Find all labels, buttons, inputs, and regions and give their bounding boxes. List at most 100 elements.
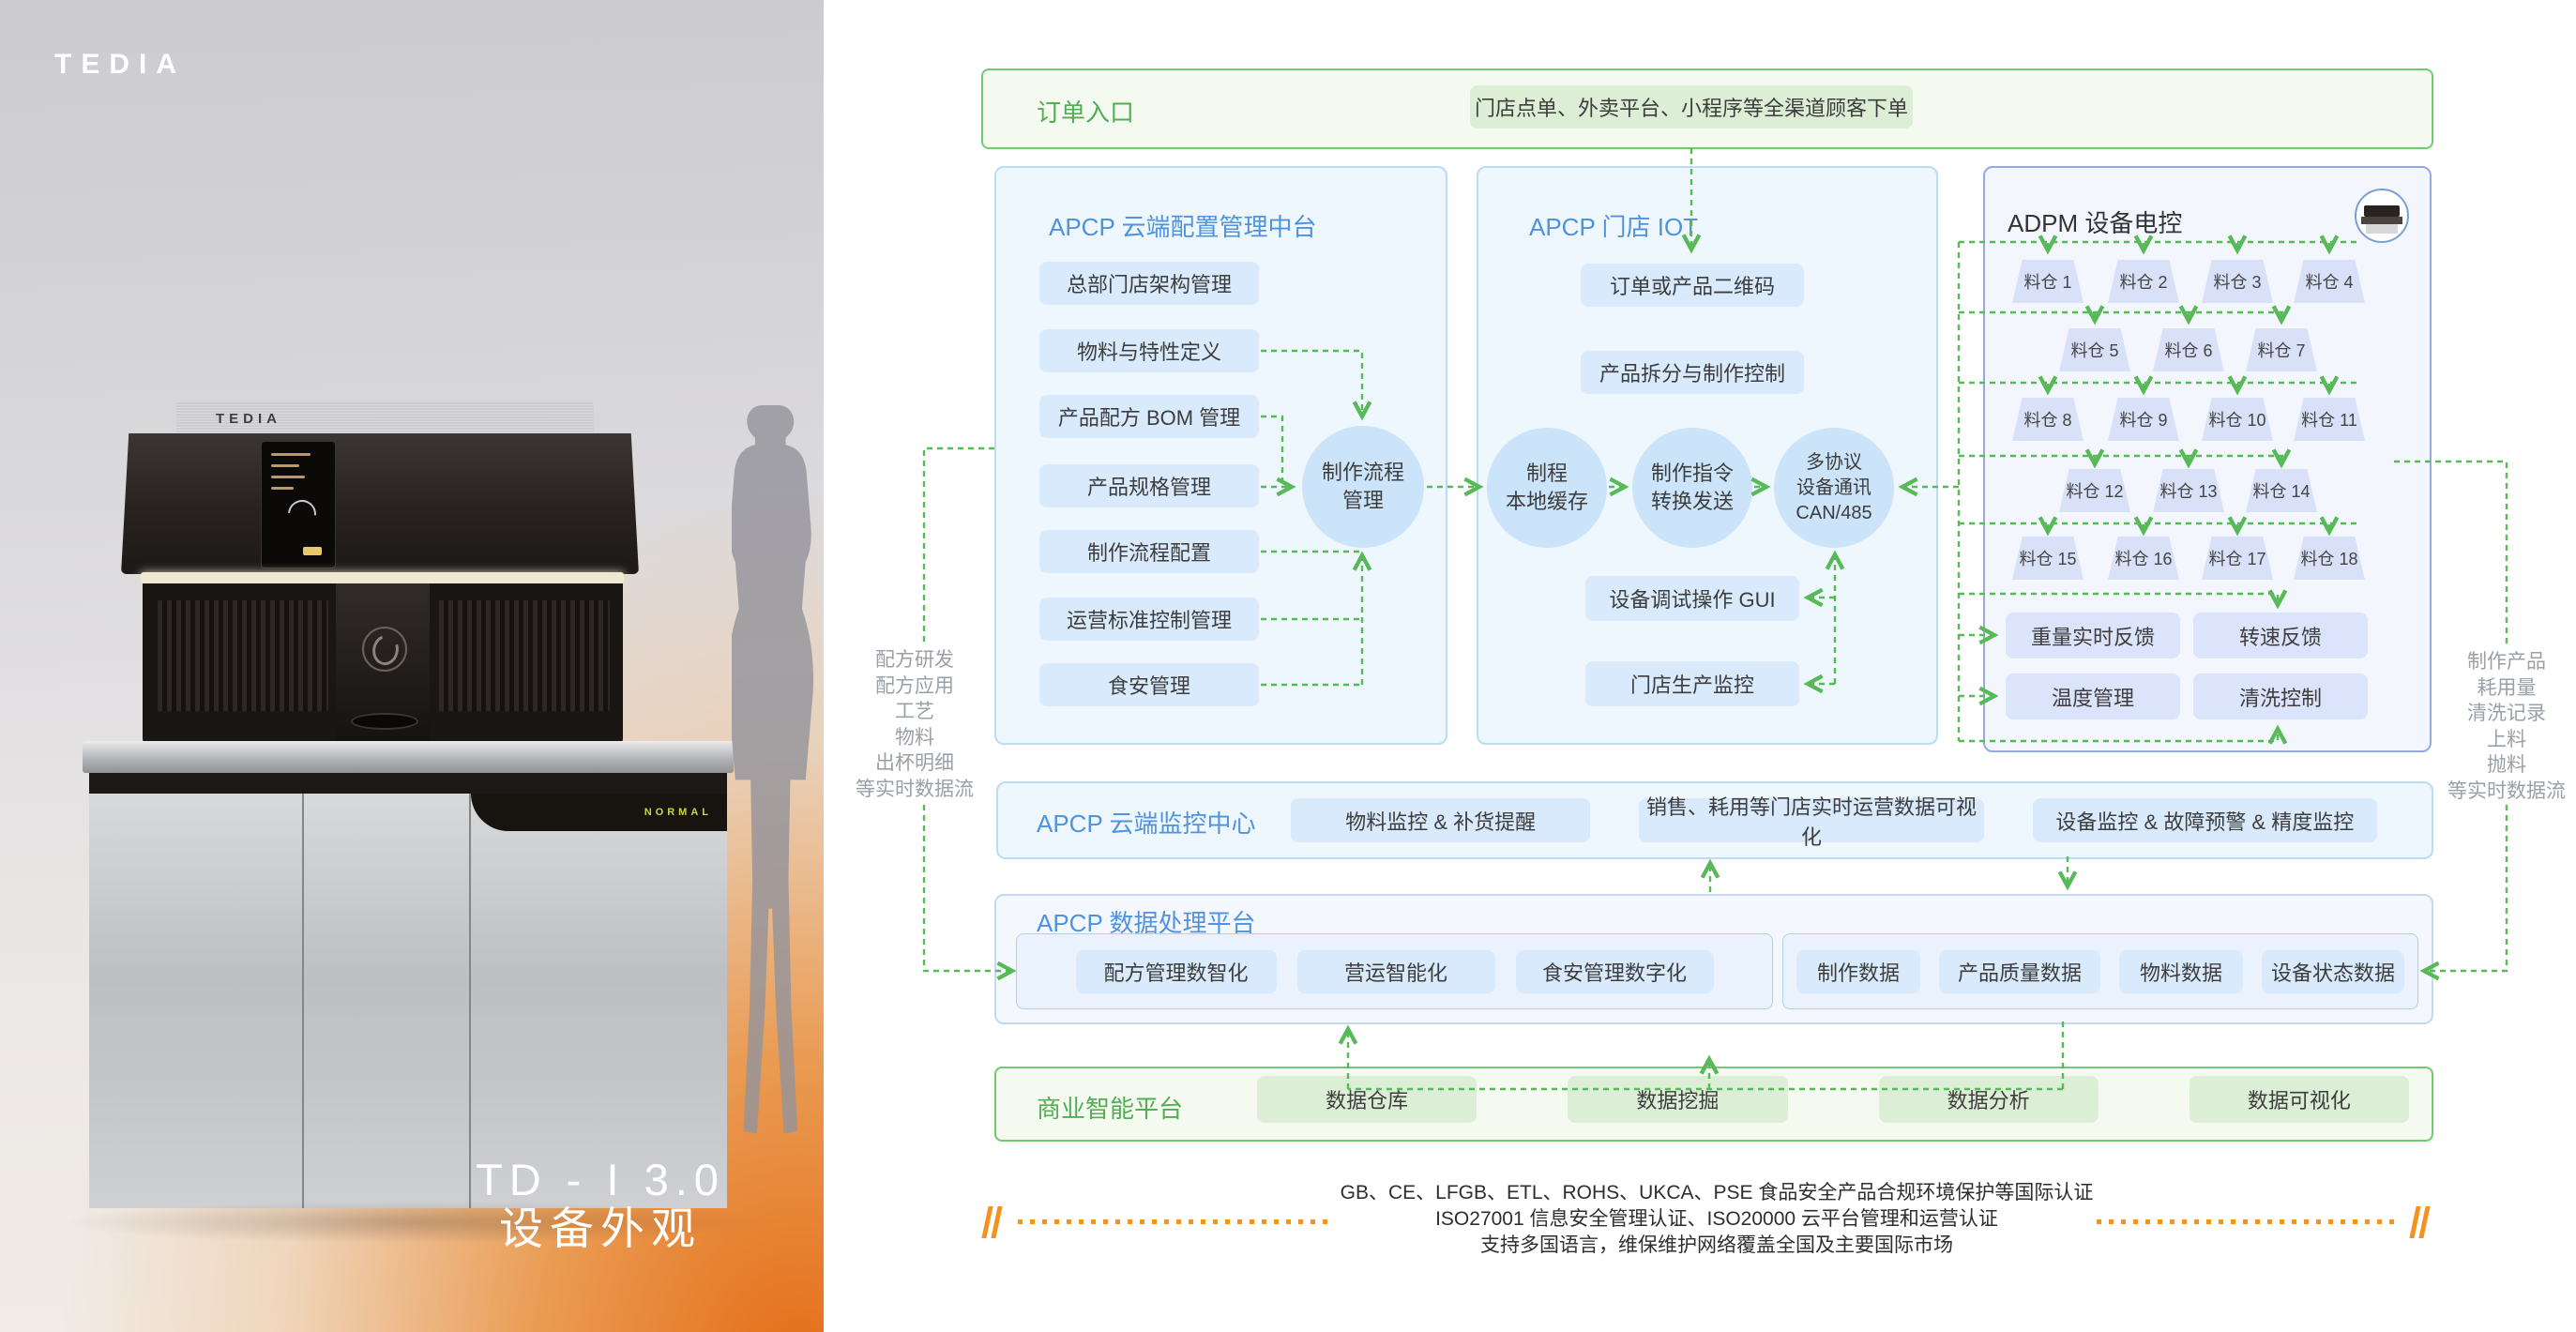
model-caption: 设备外观 — [499, 1203, 702, 1253]
bin: 料仓 7 — [2246, 328, 2317, 371]
monitor-item: 销售、耗用等门店实时运营数据可视化 — [1639, 795, 1984, 849]
data-platform-group2: 制作数据 产品质量数据 物料数据 设备状态数据 — [1782, 933, 2418, 1009]
footer-mark-left — [991, 1206, 1003, 1238]
monitor-items: 物料监控 & 补货提醒 销售、耗用等门店实时运营数据可视化 设备监控 & 故障预… — [1291, 795, 2377, 849]
config-item: 运营标准控制管理 — [1039, 598, 1259, 641]
bin: 料仓 4 — [2294, 260, 2365, 303]
dp-item: 设备状态数据 — [2262, 949, 2404, 993]
iot-panel: 门店生产监控 — [1585, 661, 1799, 706]
bi-item: 数据挖掘 — [1568, 1076, 1788, 1123]
iot-step: 产品拆分与制作控制 — [1581, 351, 1804, 394]
adpm-control: 重量实时反馈 — [2006, 613, 2180, 658]
bin: 料仓 2 — [2108, 260, 2179, 303]
cabinet-dark-band: NORMAL — [471, 794, 727, 831]
order-channel-item: 门店点单、外卖平台、小程序等全渠道顾客下单 — [1470, 85, 1913, 129]
person-silhouette — [732, 405, 814, 1134]
floor-shadow — [56, 1201, 769, 1244]
model-title: TD - I 3.0 设备外观 — [403, 1156, 797, 1253]
bin: 料仓 3 — [2202, 260, 2273, 303]
cloud-config-title: APCP 云端配置管理中台 — [1049, 213, 1317, 241]
screen-dial — [281, 493, 323, 535]
machine-mid-section — [143, 583, 623, 743]
vent-left — [158, 600, 328, 711]
workflow-hub-node: 制作流程 管理 — [1302, 426, 1424, 548]
dispenser-logo-icon — [362, 627, 407, 672]
bin: 料仓 17 — [2202, 537, 2273, 580]
dp-item: 营运智能化 — [1296, 949, 1495, 993]
screen-line — [271, 464, 299, 467]
bin: 料仓 11 — [2294, 398, 2365, 441]
iot-node-cache: 制程 本地缓存 — [1487, 428, 1607, 548]
iot-node-protocol: 多协议 设备通讯 CAN/485 — [1774, 428, 1894, 548]
machine-top-band — [176, 402, 594, 436]
door-seam — [302, 794, 304, 1208]
dp-item: 配方管理数智化 — [1075, 949, 1277, 993]
left-dataflow-note: 配方研发 配方应用 工艺 物料 出杯明细 等实时数据流 — [856, 649, 974, 800]
order-entry-box — [981, 68, 2433, 149]
dp-item: 制作数据 — [1796, 949, 1920, 993]
iot-node-convert: 制作指令 转换发送 — [1632, 428, 1752, 548]
machine-touchscreen — [261, 441, 336, 568]
right-dataflow-note: 制作产品 耗用量 清洗记录 上料 抛料 等实时数据流 — [2447, 651, 2566, 802]
machine-head-unit — [121, 433, 639, 574]
counter-dark-strip — [89, 773, 727, 794]
config-item: 产品配方 BOM 管理 — [1039, 395, 1259, 438]
machine-light-strip — [141, 572, 624, 583]
dp-item: 产品质量数据 — [1939, 949, 2100, 993]
machine-icon — [2355, 189, 2409, 243]
bin: 料仓 14 — [2246, 469, 2317, 512]
bi-item: 数据仓库 — [1257, 1076, 1477, 1123]
model-name: TD - I 3.0 — [476, 1155, 725, 1204]
adpm-box — [1983, 166, 2432, 752]
monitor-item: 物料监控 & 补货提醒 — [1291, 798, 1591, 842]
bin: 料仓 8 — [2012, 398, 2084, 441]
dispenser-column — [336, 583, 430, 743]
machine-brand-label: TEDIA — [216, 411, 281, 427]
cup-tray — [351, 713, 418, 730]
footer-dots-right — [2097, 1219, 2402, 1224]
data-platform-group1: 配方管理数智化 营运智能化 食安管理数字化 — [1016, 933, 1773, 1009]
footer-dots-left — [1018, 1219, 1332, 1224]
config-item: 产品规格管理 — [1039, 464, 1259, 507]
bin: 料仓 12 — [2059, 469, 2130, 512]
bin: 料仓 9 — [2108, 398, 2179, 441]
vent-right — [439, 600, 610, 711]
monitor-item: 设备监控 & 故障预警 & 精度监控 — [2032, 798, 2377, 842]
door-seam — [469, 794, 471, 1208]
bin: 料仓 16 — [2108, 537, 2179, 580]
dp-item: 物料数据 — [2119, 949, 2243, 993]
screen-button — [303, 547, 322, 555]
bin: 料仓 10 — [2202, 398, 2273, 441]
order-entry-title: 订单入口 — [1037, 98, 1135, 127]
bin: 料仓 5 — [2059, 328, 2130, 371]
machine-counter — [83, 741, 734, 773]
bin: 料仓 15 — [2012, 537, 2084, 580]
config-item: 制作流程配置 — [1039, 530, 1259, 573]
adpm-control: 转速反馈 — [2193, 613, 2368, 658]
machine-badge: NORMAL — [644, 807, 712, 818]
config-item: 总部门店架构管理 — [1039, 262, 1259, 305]
machine-cabinet: NORMAL — [89, 794, 727, 1208]
bi-item: 数据分析 — [1878, 1076, 2099, 1123]
dp-item: 食安管理数字化 — [1515, 949, 1714, 993]
data-platform-title: APCP 数据处理平台 — [1037, 909, 1256, 937]
bin: 料仓 1 — [2012, 260, 2084, 303]
footer-mark-right — [2418, 1206, 2431, 1238]
screen-line — [271, 453, 311, 456]
config-item: 物料与特性定义 — [1039, 329, 1259, 372]
adpm-title: ADPM 设备电控 — [2008, 209, 2183, 237]
monitor-center-title: APCP 云端监控中心 — [1037, 810, 1256, 838]
config-item: 食安管理 — [1039, 663, 1259, 706]
brand-logo: TEDIA — [54, 49, 186, 80]
adpm-control: 温度管理 — [2006, 674, 2180, 719]
bi-item: 数据可视化 — [2189, 1076, 2409, 1123]
bi-items: 数据仓库 数据挖掘 数据分析 数据可视化 — [1257, 1076, 2409, 1123]
bin: 料仓 13 — [2153, 469, 2224, 512]
store-iot-title: APCP 门店 IOT — [1529, 213, 1699, 241]
iot-panel: 设备调试操作 GUI — [1585, 576, 1799, 621]
iot-step: 订单或产品二维码 — [1581, 264, 1804, 307]
bin: 料仓 18 — [2294, 537, 2365, 580]
adpm-control: 清洗控制 — [2193, 674, 2368, 719]
bi-platform-title: 商业智能平台 — [1037, 1095, 1184, 1123]
